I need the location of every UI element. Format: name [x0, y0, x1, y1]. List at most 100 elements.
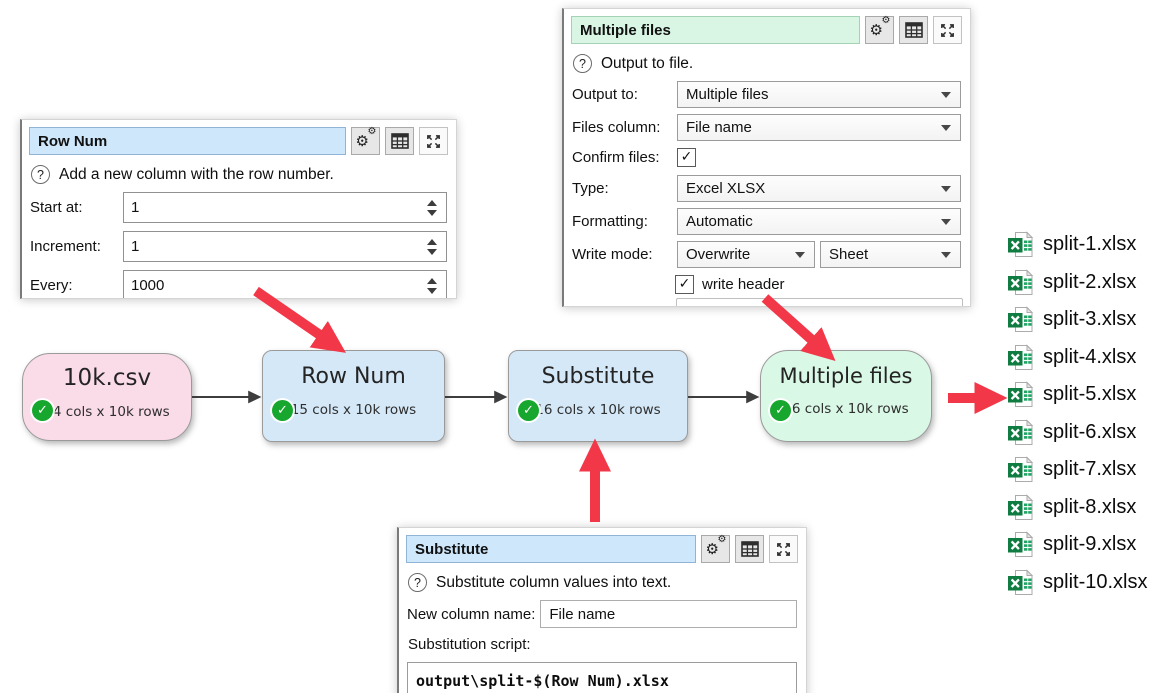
field-label: Output to: [572, 86, 638, 103]
file-name: split-3.xlsx [1043, 308, 1137, 331]
excel-file-icon [1008, 569, 1034, 595]
node-title: 10k.csv [62, 365, 152, 391]
substitution-script-editor[interactable]: output\split-$(Row Num).xlsx [407, 662, 797, 693]
table-view-button[interactable] [735, 535, 764, 563]
chevron-down-icon [941, 124, 951, 131]
expand-icon [427, 134, 440, 148]
field-label: Type: [572, 180, 609, 197]
panel-description: Add a new column with the row number. [31, 165, 446, 184]
write-header-checkbox[interactable]: ✓ [675, 274, 694, 294]
file-name: split-2.xlsx [1043, 270, 1137, 293]
gear-icon [706, 535, 727, 558]
node-substitute[interactable]: Substitute 16 cols x 10k rows [508, 350, 688, 442]
input-value: File name [549, 605, 616, 623]
file-item[interactable]: split-2.xlsx [1007, 264, 1147, 302]
files-column-row: Files column: File name [572, 114, 961, 141]
node-subtitle: 14 cols x 10k rows [44, 404, 170, 420]
description-text: Output to file. [601, 54, 694, 72]
start-at-field: Start at: 1 [30, 192, 447, 223]
file-name: split-5.xlsx [1043, 383, 1137, 406]
settings-button[interactable] [865, 16, 894, 44]
excel-file-icon [1008, 419, 1034, 445]
file-name: split-7.xlsx [1043, 458, 1137, 481]
formatting-row: Formatting: Automatic [572, 208, 961, 235]
node-multiple-files[interactable]: Multiple files 16 cols x 10k rows [760, 350, 932, 442]
spinner-down-icon[interactable] [427, 248, 437, 255]
formatting-select[interactable]: Automatic [677, 208, 961, 235]
help-icon[interactable] [573, 54, 592, 73]
spinner-down-icon[interactable] [427, 287, 437, 294]
spinner-down-icon[interactable] [427, 209, 437, 216]
panel-title: Substitute [406, 535, 696, 563]
cropped-input [676, 298, 963, 306]
output-to-row: Output to: Multiple files [572, 81, 961, 108]
file-item[interactable]: split-5.xlsx [1007, 376, 1147, 414]
expand-icon [941, 23, 954, 37]
expand-button[interactable] [419, 127, 448, 155]
file-name: split-4.xlsx [1043, 345, 1137, 368]
panel-description: Output to file. [573, 54, 960, 73]
panel-header: Row Num [29, 127, 448, 155]
input-value: 1 [131, 199, 140, 216]
start-at-input[interactable]: 1 [123, 192, 447, 223]
settings-button[interactable] [351, 127, 380, 155]
expand-button[interactable] [769, 535, 798, 563]
write-mode-select[interactable]: Overwrite [677, 241, 815, 268]
panel-description: Substitute column values into text. [408, 573, 796, 592]
expand-icon [777, 542, 790, 556]
file-name: split-6.xlsx [1043, 420, 1137, 443]
file-item[interactable]: split-7.xlsx [1007, 451, 1147, 489]
panel-title: Row Num [29, 127, 346, 155]
panel-header: Multiple files [571, 16, 962, 44]
type-select[interactable]: Excel XLSX [677, 175, 961, 202]
file-item[interactable]: split-8.xlsx [1007, 489, 1147, 527]
every-input[interactable]: 1000 [123, 270, 447, 298]
field-label: Every: [30, 277, 73, 294]
file-item[interactable]: split-9.xlsx [1007, 526, 1147, 564]
settings-button[interactable] [701, 535, 730, 563]
files-column-select[interactable]: File name [677, 114, 961, 141]
substitute-panel: Substitute [397, 527, 807, 693]
node-title: Multiple files [779, 364, 913, 388]
output-to-select[interactable]: Multiple files [677, 81, 961, 108]
multiple-files-panel: Multiple files [562, 8, 971, 307]
expand-button[interactable] [933, 16, 962, 44]
new-column-name-input[interactable]: File name [540, 600, 797, 628]
field-label: Files column: [572, 119, 661, 136]
sheet-select[interactable]: Sheet [820, 241, 961, 268]
field-label: Increment: [30, 238, 101, 255]
spinner-up-icon[interactable] [427, 199, 437, 206]
spinner-up-icon[interactable] [427, 277, 437, 284]
panel-header: Substitute [406, 535, 798, 563]
file-item[interactable]: split-1.xlsx [1007, 226, 1147, 264]
description-text: Add a new column with the row number. [59, 165, 334, 183]
chevron-down-icon [941, 91, 951, 98]
increment-input[interactable]: 1 [123, 231, 447, 262]
excel-file-icon [1008, 344, 1034, 370]
table-view-button[interactable] [385, 127, 414, 155]
help-icon[interactable] [31, 165, 50, 184]
help-icon[interactable] [408, 573, 427, 592]
spinner-up-icon[interactable] [427, 238, 437, 245]
success-check-icon [32, 400, 53, 421]
file-item[interactable]: split-6.xlsx [1007, 414, 1147, 452]
node-row-num[interactable]: Row Num 15 cols x 10k rows [262, 350, 445, 442]
every-field: Every: 1000 [30, 270, 447, 298]
chevron-down-icon [941, 218, 951, 225]
gear-icon [356, 127, 377, 150]
chevron-down-icon [941, 251, 951, 258]
confirm-files-checkbox[interactable]: ✓ [677, 147, 696, 167]
file-item[interactable]: split-3.xlsx [1007, 301, 1147, 339]
node-10k-csv[interactable]: 10k.csv 14 cols x 10k rows [22, 353, 192, 441]
confirm-files-row: Confirm files: ✓ [572, 147, 961, 167]
node-title: Row Num [301, 364, 406, 389]
table-view-button[interactable] [899, 16, 928, 44]
input-value: 1 [131, 238, 140, 255]
gear-icon [870, 16, 891, 39]
table-icon [390, 133, 409, 149]
file-item[interactable]: split-10.xlsx [1007, 564, 1147, 602]
file-name: split-1.xlsx [1043, 233, 1137, 256]
field-label: write header [702, 275, 785, 293]
field-label: Write mode: [572, 246, 653, 263]
file-item[interactable]: split-4.xlsx [1007, 339, 1147, 377]
